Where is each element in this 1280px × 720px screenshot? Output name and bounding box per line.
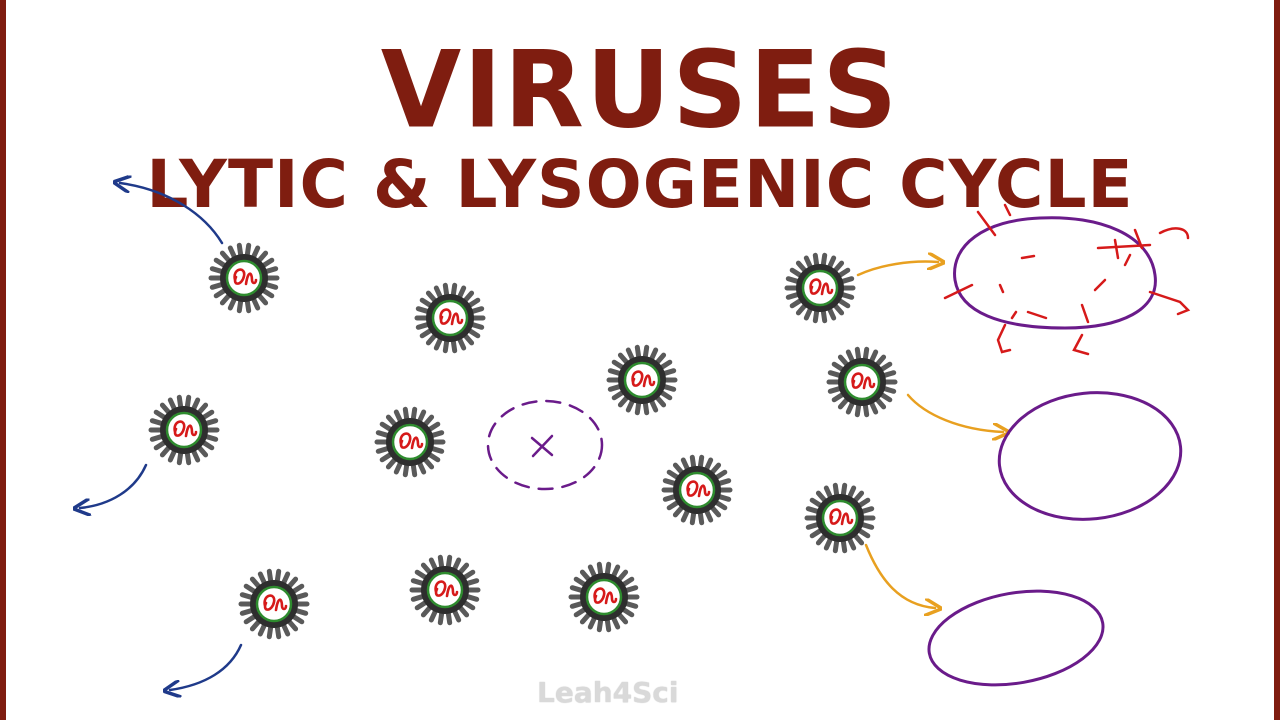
- arrow-icon: [120, 183, 224, 245]
- arrow-icon: [80, 463, 148, 508]
- virus-icon: [208, 242, 280, 314]
- virus-icon: [148, 394, 220, 466]
- arrow-icon: [906, 393, 1003, 432]
- virus-icon: [826, 346, 898, 418]
- frame-border-right: [1274, 0, 1280, 720]
- destroyed-virus-icon: [486, 399, 604, 491]
- lysed-cell-icon: [943, 203, 1191, 356]
- virus-icon: [606, 344, 678, 416]
- virus-icon: [374, 406, 446, 478]
- virus-icon: [414, 282, 486, 354]
- host-cell-icon: [997, 391, 1183, 521]
- frame-border-left: [0, 0, 6, 720]
- virus-icon: [661, 454, 733, 526]
- virus-group: [148, 242, 898, 640]
- title: VIRUSES: [380, 27, 900, 153]
- arrow-icon: [856, 262, 938, 277]
- virus-icon: [568, 561, 640, 633]
- virus-icon: [238, 568, 310, 640]
- subtitle: LYTIC & LYSOGENIC CYCLE: [146, 146, 1134, 223]
- host-cell-icon: [927, 589, 1105, 687]
- virus-icon: [409, 554, 481, 626]
- infection-arrows: [856, 262, 1003, 608]
- arrow-icon: [864, 543, 935, 608]
- watermark-logo: Leah4Sci: [537, 676, 679, 709]
- arrow-icon: [170, 643, 243, 690]
- virus-icon: [804, 482, 876, 554]
- free-virus-arrows: [80, 183, 243, 690]
- virus-icon: [784, 252, 856, 324]
